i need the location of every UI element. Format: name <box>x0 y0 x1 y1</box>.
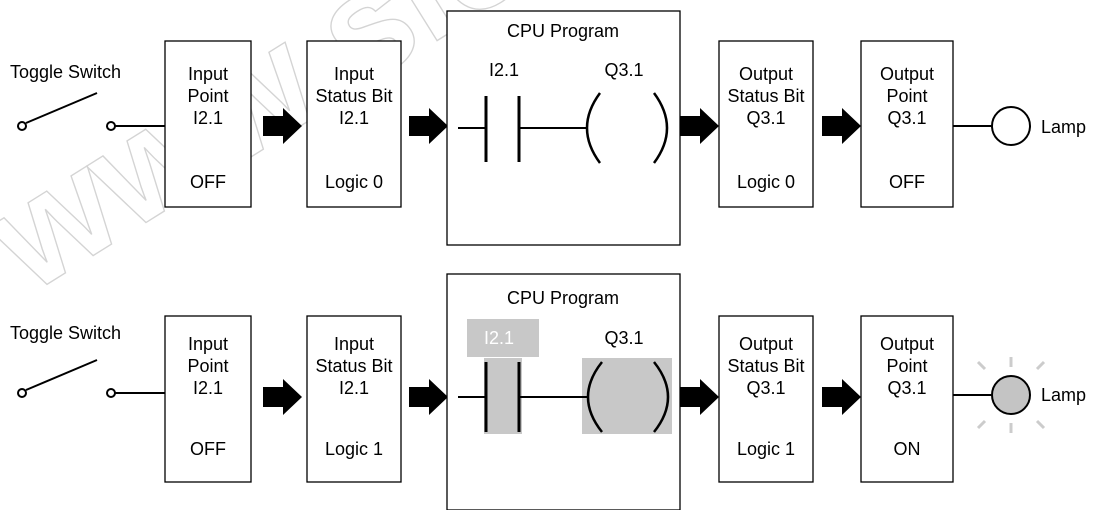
flow-arrow <box>263 379 302 415</box>
coil-right-paren <box>652 92 669 164</box>
contact-label-highlight <box>467 319 539 357</box>
coil-address-label: Q3.1 <box>604 328 643 348</box>
input-status-line1: Input <box>334 334 374 354</box>
output-status-bit-box: Output Status Bit Q3.1 Logic 0 <box>718 40 814 208</box>
input-point-line2: Point <box>187 86 228 106</box>
lamp-off-icon <box>991 106 1031 146</box>
cpu-program-box: CPU Program I2.1 Q3.1 <box>446 273 681 510</box>
cpu-program-box: CPU Program I2.1 Q3.1 <box>446 10 681 246</box>
input-status-line1: Input <box>334 64 374 84</box>
lamp-off: Lamp <box>953 106 1086 146</box>
toggle-switch-label: Toggle Switch <box>10 323 121 343</box>
lamp-label: Lamp <box>1041 385 1086 405</box>
coil-left-paren <box>586 361 603 433</box>
contact-address-label: I2.1 <box>484 328 514 348</box>
flow-arrow <box>822 108 861 144</box>
toggle-switch-open: Toggle Switch <box>10 62 165 131</box>
flow-arrow <box>409 379 448 415</box>
input-point-state: OFF <box>190 439 226 459</box>
cpu-program-title: CPU Program <box>507 288 619 308</box>
flow-arrow <box>263 108 302 144</box>
input-status-address: I2.1 <box>339 108 369 128</box>
toggle-switch-closed: Toggle Switch <box>10 323 165 398</box>
input-status-address: I2.1 <box>339 378 369 398</box>
input-point-line1: Input <box>188 334 228 354</box>
flow-arrow <box>409 108 448 144</box>
output-status-state: Logic 1 <box>737 439 795 459</box>
output-status-address: Q3.1 <box>746 378 785 398</box>
switch-terminal-left <box>17 121 27 131</box>
switch-terminal-right <box>106 388 116 398</box>
coil-left-paren <box>585 92 602 164</box>
switch-blade <box>25 359 98 391</box>
output-status-address: Q3.1 <box>746 108 785 128</box>
input-point-line2: Point <box>187 356 228 376</box>
input-status-line2: Status Bit <box>315 356 392 376</box>
input-status-bit-box: Input Status Bit I2.1 Logic 0 <box>306 40 402 208</box>
switch-terminal-right <box>106 121 116 131</box>
input-point-box: Input Point I2.1 OFF <box>164 315 252 483</box>
input-status-state: Logic 0 <box>325 172 383 192</box>
output-status-bit-box: Output Status Bit Q3.1 Logic 1 <box>718 315 814 483</box>
switch-blade <box>25 92 98 124</box>
output-point-line2: Point <box>886 356 927 376</box>
input-status-line2: Status Bit <box>315 86 392 106</box>
output-status-line2: Status Bit <box>727 86 804 106</box>
flow-arrow <box>680 108 719 144</box>
output-point-state: ON <box>894 439 921 459</box>
output-point-line1: Output <box>880 64 934 84</box>
switch-terminal-left <box>17 388 27 398</box>
output-point-line2: Point <box>886 86 927 106</box>
row-switch-open: Toggle Switch Input Point I2.1 OFF Input… <box>10 10 1086 246</box>
output-point-address: Q3.1 <box>887 378 926 398</box>
output-status-line1: Output <box>739 334 793 354</box>
lamp-label: Lamp <box>1041 117 1086 137</box>
input-point-state: OFF <box>190 172 226 192</box>
output-point-box: Output Point Q3.1 OFF <box>860 40 954 208</box>
output-point-state: OFF <box>889 172 925 192</box>
coil-address-label: Q3.1 <box>604 60 643 80</box>
output-status-line1: Output <box>739 64 793 84</box>
input-status-state: Logic 1 <box>325 439 383 459</box>
flow-arrow <box>822 379 861 415</box>
cpu-program-title: CPU Program <box>507 21 619 41</box>
lamp-rays-icon <box>976 357 1046 433</box>
lamp-on-icon <box>991 375 1031 415</box>
contact-highlight <box>484 358 522 434</box>
output-point-line1: Output <box>880 334 934 354</box>
coil-right-paren <box>653 361 670 433</box>
lamp-on: Lamp <box>953 357 1086 433</box>
flow-arrow <box>680 379 719 415</box>
toggle-switch-label: Toggle Switch <box>10 62 121 82</box>
output-status-state: Logic 0 <box>737 172 795 192</box>
input-point-box: Input Point I2.1 OFF <box>164 40 252 208</box>
input-point-address: I2.1 <box>193 378 223 398</box>
input-point-line1: Input <box>188 64 228 84</box>
output-status-line2: Status Bit <box>727 356 804 376</box>
row-switch-closed: Toggle Switch Input Point I2.1 OFF Input… <box>10 273 1086 510</box>
input-point-address: I2.1 <box>193 108 223 128</box>
contact-address-label: I2.1 <box>489 60 519 80</box>
output-point-address: Q3.1 <box>887 108 926 128</box>
input-status-bit-box: Input Status Bit I2.1 Logic 1 <box>306 315 402 483</box>
output-point-box: Output Point Q3.1 ON <box>860 315 954 483</box>
